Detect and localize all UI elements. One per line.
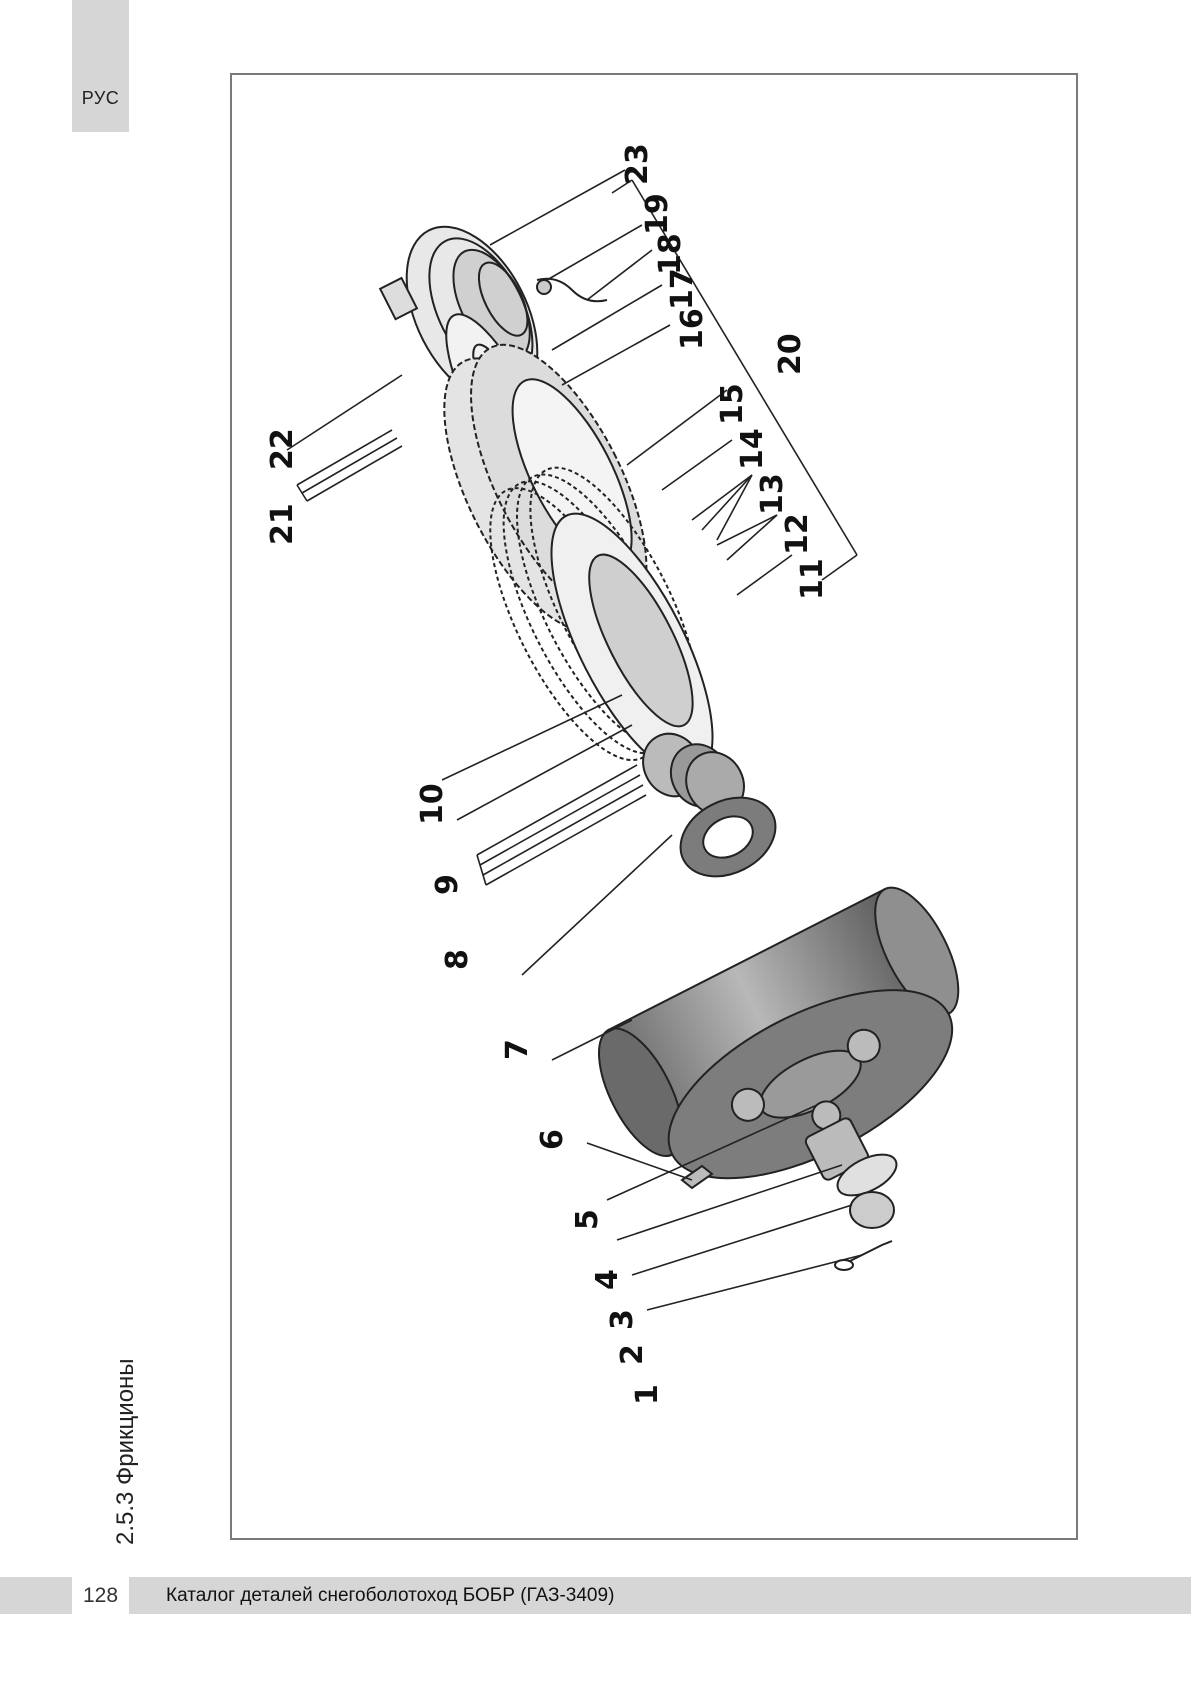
callout-19: 19 bbox=[640, 193, 675, 235]
callout-5: 5 bbox=[570, 1209, 605, 1230]
callout-6: 6 bbox=[535, 1129, 570, 1150]
callout-10: 10 bbox=[415, 783, 450, 825]
callout-15: 15 bbox=[715, 383, 750, 425]
thrust-washer bbox=[679, 796, 777, 878]
castle-nut bbox=[849, 1191, 895, 1229]
callout-14: 14 bbox=[735, 428, 770, 470]
callout-3: 3 bbox=[605, 1309, 640, 1330]
callout-numbers: 23 19 18 17 16 20 15 14 13 12 11 22 21 1… bbox=[265, 143, 830, 1405]
callout-9: 9 bbox=[430, 874, 465, 895]
callout-7: 7 bbox=[500, 1039, 535, 1060]
callout-11: 11 bbox=[795, 558, 830, 600]
hub-drum bbox=[598, 886, 960, 1180]
callout-16: 16 bbox=[675, 308, 710, 350]
callout-20: 20 bbox=[773, 333, 808, 375]
page-number: 128 bbox=[82, 1584, 119, 1607]
footer-bar bbox=[0, 1577, 1191, 1614]
cotter-pin bbox=[841, 1240, 893, 1266]
callout-2: 2 bbox=[615, 1344, 650, 1365]
callout-23: 23 bbox=[620, 143, 655, 185]
language-label: РУС bbox=[81, 88, 120, 108]
callout-13: 13 bbox=[755, 473, 790, 515]
callout-4: 4 bbox=[590, 1269, 625, 1290]
page-number-box: 128 bbox=[72, 1577, 129, 1614]
leader-lines bbox=[286, 169, 863, 1311]
callout-18: 18 bbox=[653, 233, 688, 275]
section-title: 2.5.3 Фрикционы bbox=[112, 1358, 139, 1545]
callout-8: 8 bbox=[440, 949, 475, 970]
exploded-view-diagram: 23 19 18 17 16 20 15 14 13 12 11 22 21 1… bbox=[265, 143, 960, 1405]
washer bbox=[836, 1153, 898, 1197]
diagram-frame: 23 19 18 17 16 20 15 14 13 12 11 22 21 1… bbox=[230, 73, 1078, 1540]
parts-illustration bbox=[378, 225, 960, 1271]
callout-17: 17 bbox=[665, 268, 700, 310]
grease-fitting bbox=[680, 1164, 714, 1190]
footer-title: Каталог деталей снегоболотоход БОБР (ГАЗ… bbox=[166, 1585, 615, 1606]
callout-22: 22 bbox=[265, 428, 300, 470]
language-tab: РУС bbox=[72, 0, 129, 132]
callout-12: 12 bbox=[780, 513, 815, 555]
callout-1: 1 bbox=[630, 1384, 665, 1405]
callout-21: 21 bbox=[265, 503, 300, 545]
